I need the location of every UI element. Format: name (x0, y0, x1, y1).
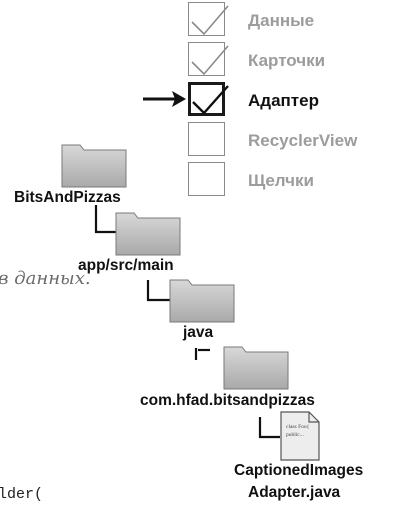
step-cards-label: Карточки (248, 51, 326, 70)
folder-icon (115, 212, 181, 256)
java-file-icon: class Foo{ public... (280, 411, 320, 461)
step-adapter-label: Адаптер (248, 91, 319, 110)
step-data-label: Данные (248, 11, 315, 30)
folder-label-main: app/src/main (78, 257, 174, 274)
checkmark-icon (191, 5, 229, 36)
checkmarks (143, 5, 229, 115)
checkbox-clicks (188, 162, 225, 196)
file-icon-text: class Foo{ (286, 424, 310, 430)
file-label-line1: CaptionedImages (234, 462, 364, 479)
folder-icon (61, 144, 127, 188)
checkmark-icon (192, 85, 229, 115)
checkbox-adapter (188, 82, 225, 116)
folder-label-java: java (183, 324, 214, 341)
tree-connectors (94, 205, 280, 439)
folder-icon (223, 346, 289, 390)
file-label-line2: Adapter.java (248, 484, 341, 501)
current-step-arrow-icon (143, 91, 186, 107)
checkmark-icon (191, 45, 229, 76)
step-clicks-label: Щелчки (248, 171, 314, 190)
checkbox-recyclerview (188, 122, 225, 156)
step-recyclerview-label: RecyclerView (248, 131, 358, 150)
file-icon-text-2: public... (286, 432, 304, 438)
folder-label-package: com.hfad.bitsandpizzas (140, 392, 315, 409)
handwritten-note-fragment: в данных. (0, 268, 91, 289)
folder-icon (169, 279, 235, 323)
folder-label-root: BitsAndPizzas (14, 189, 121, 206)
code-fragment: lder( (0, 486, 44, 503)
